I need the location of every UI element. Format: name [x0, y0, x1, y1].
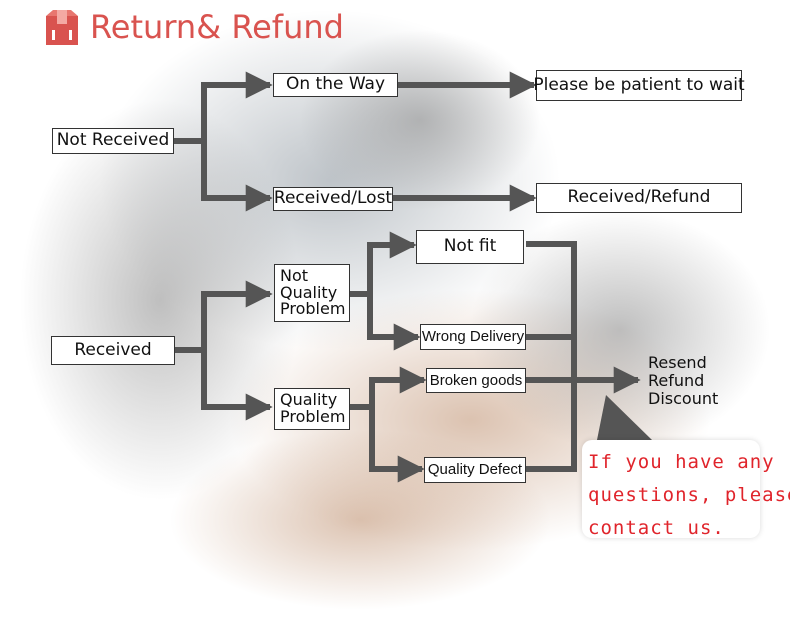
contact-text: If you have any questions, please contac… [588, 446, 790, 545]
node-broken-goods: Broken goods [426, 368, 526, 393]
node-received-refund: Received/Refund [536, 183, 742, 213]
node-label: Please be patient to wait [533, 74, 745, 95]
page-title: Return& Refund [90, 8, 344, 46]
node-label: Received/Lost [273, 188, 393, 209]
node-patient-wait: Please be patient to wait [533, 70, 745, 101]
node-label: Wrong Delivery [421, 328, 525, 346]
node-label-line: Not [280, 265, 309, 285]
node-quality-defect: Quality Defect [424, 457, 526, 483]
box-icon [46, 10, 78, 45]
node-label-line: Quality [280, 390, 338, 410]
node-received: Received [51, 336, 175, 365]
outcome-line: Resend [648, 353, 707, 372]
node-label: On the Way [285, 74, 386, 95]
node-label-line: Problem [280, 299, 346, 319]
node-label-line: Problem [280, 407, 346, 426]
node-label-line: Quality [280, 282, 338, 302]
contact-callout [582, 440, 760, 538]
contact-line: contact us. [588, 517, 725, 539]
outcome-line: Discount [648, 389, 719, 408]
node-label: Received [74, 339, 152, 360]
node-label: Received/Refund [567, 187, 711, 208]
node-not-fit: Not fit [416, 230, 524, 264]
node-received-lost: Received/Lost [273, 187, 393, 211]
node-quality-problem: Quality Problem [274, 388, 350, 430]
node-label: Not fit [443, 236, 497, 257]
node-label: Broken goods [429, 371, 523, 389]
contact-line: If you have any [588, 451, 775, 473]
node-wrong-delivery: Wrong Delivery [420, 324, 526, 350]
node-not-quality-problem: Not Quality Problem [274, 264, 350, 322]
outcome-text: Resend Refund Discount [648, 354, 718, 408]
contact-line: questions, please [588, 484, 790, 506]
outcome-line: Refund [648, 371, 705, 390]
node-label: Not Received [56, 130, 170, 151]
node-label: Quality Defect [427, 461, 523, 479]
node-on-the-way: On the Way [273, 73, 398, 97]
node-not-received: Not Received [52, 128, 174, 154]
